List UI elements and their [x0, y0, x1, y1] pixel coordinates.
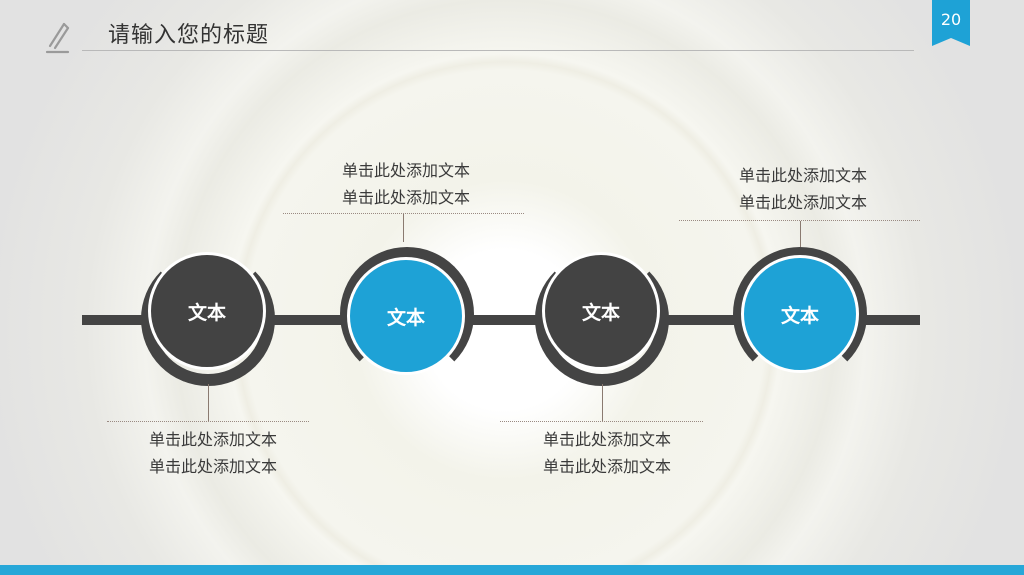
- step-4-divider: [679, 220, 920, 221]
- step-1-connector: [208, 384, 209, 421]
- step-4-circle[interactable]: 文本: [741, 255, 859, 373]
- step-4-caption: 单击此处添加文本 单击此处添加文本: [738, 166, 867, 212]
- pencil-icon: [45, 22, 70, 54]
- step-1-caption: 单击此处添加文本 单击此处添加文本: [148, 430, 277, 476]
- step-2-circle[interactable]: 文本: [347, 257, 465, 375]
- step-2-caption: 单击此处添加文本 单击此处添加文本: [341, 161, 470, 207]
- page-number-badge: [932, 0, 970, 46]
- step-3-circle[interactable]: 文本: [542, 252, 660, 370]
- step-4-connector: [800, 221, 801, 247]
- step-2-connector: [403, 214, 404, 242]
- bottom-accent-bar: [0, 565, 1024, 575]
- step-3-divider: [500, 421, 703, 422]
- step-3-caption: 单击此处添加文本 单击此处添加文本: [542, 430, 671, 476]
- timeline-bar: [82, 315, 920, 325]
- header-divider: [82, 50, 914, 51]
- step-3-label: 文本: [581, 301, 620, 324]
- step-3-connector: [602, 384, 603, 421]
- page-title: 请输入您的标题: [108, 23, 270, 48]
- step-2-divider: [283, 213, 524, 214]
- page-number: 20: [940, 10, 962, 29]
- step-1-circle[interactable]: 文本: [148, 252, 266, 370]
- step-4-label: 文本: [780, 304, 819, 327]
- step-1-divider: [107, 421, 309, 422]
- step-2-label: 文本: [386, 306, 425, 329]
- step-1-label: 文本: [187, 301, 226, 324]
